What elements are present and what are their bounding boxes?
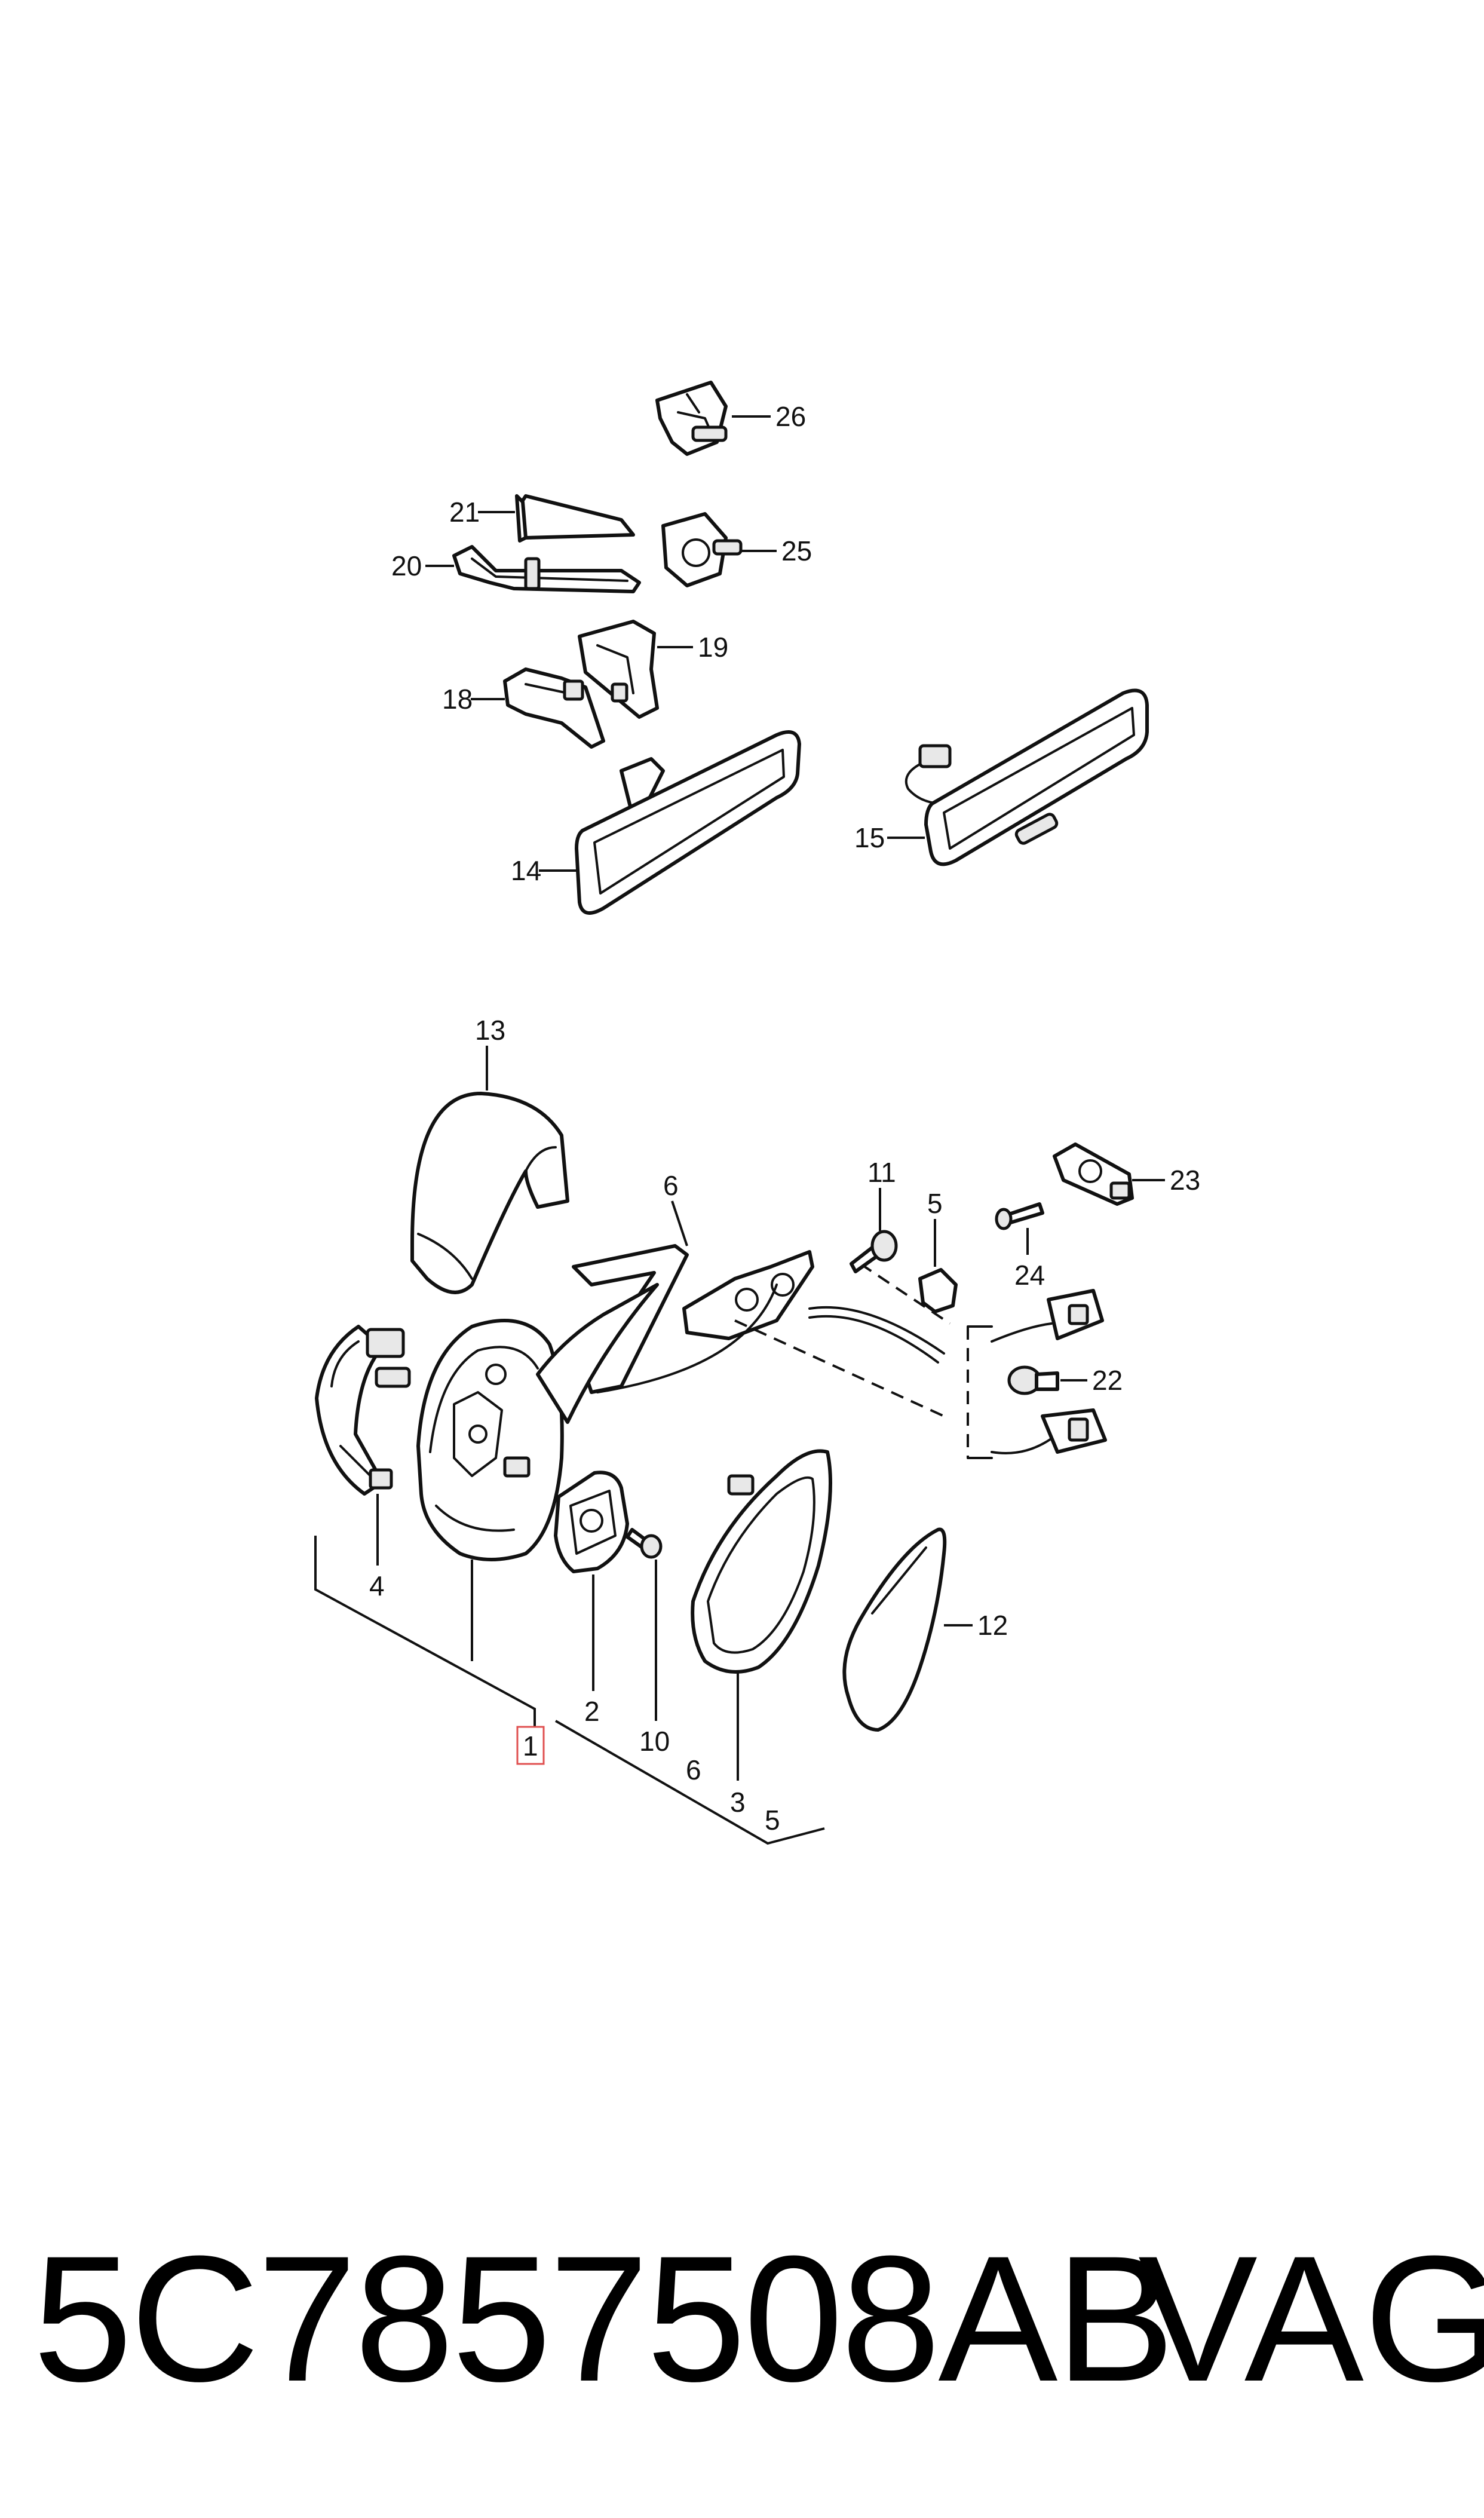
callout-22: 22 (1092, 1365, 1123, 1396)
part-number-label: 5C7857508AB (33, 2218, 1175, 2419)
callout-21: 21 (449, 497, 480, 528)
part-5-cap[interactable] (918, 1268, 958, 1313)
callout-6-bottom: 6 (686, 1754, 701, 1785)
part-3-glass-carrier[interactable] (691, 1449, 832, 1674)
part-4-indicator-lamp[interactable] (315, 1325, 411, 1496)
part-21-bracket[interactable] (515, 494, 635, 543)
part-19-cover-half[interactable] (578, 620, 659, 719)
callout-11: 11 (867, 1157, 896, 1188)
dash-line-a (734, 1319, 945, 1417)
callout-26: 26 (775, 401, 806, 432)
callout-15: 15 (854, 822, 885, 853)
part-connector-upper[interactable] (991, 1289, 1104, 1343)
part-14-rearview-mirror[interactable] (575, 730, 801, 915)
callout-19: 19 (698, 632, 728, 663)
callout-2: 2 (584, 1696, 600, 1727)
part-10-screw[interactable] (626, 1528, 663, 1559)
callout-20: 20 (391, 550, 422, 581)
callout-12: 12 (977, 1610, 1008, 1641)
callout-4: 4 (369, 1570, 385, 1601)
part-1-mirror-housing[interactable] (416, 1283, 659, 1561)
callout-23: 23 (1170, 1165, 1200, 1196)
callout-25: 25 (781, 535, 812, 566)
callout-1[interactable]: 1 (523, 1730, 538, 1762)
part-2-adjust-motor[interactable] (554, 1471, 629, 1573)
brand-label: VAG (1138, 2218, 1484, 2419)
part-25-small-cover[interactable] (661, 512, 743, 587)
callout-5-top: 5 (927, 1188, 943, 1219)
callout-13: 13 (475, 1015, 505, 1046)
callout-5-bottom: 5 (765, 1805, 780, 1836)
assembly-bracket-left (314, 1536, 536, 1727)
part-26-mirror-cover[interactable] (655, 381, 728, 456)
callout-1-highlight-box (516, 1726, 545, 1765)
part-24-screw[interactable] (995, 1202, 1044, 1230)
dash-line-b (859, 1263, 951, 1325)
part-18-cover-half[interactable] (503, 667, 605, 749)
callout-6-top: 6 (663, 1170, 679, 1201)
leader-6-top (671, 1200, 688, 1246)
part-15-autodim-mirror[interactable] (904, 688, 1149, 866)
part-11-screw[interactable] (850, 1230, 898, 1273)
part-20-long-bracket[interactable] (452, 545, 641, 593)
callout-24: 24 (1014, 1260, 1045, 1291)
part-12-mirror-glass[interactable] (842, 1527, 947, 1732)
part-22-sensor[interactable] (1007, 1365, 1059, 1395)
callout-14: 14 (511, 855, 541, 886)
part-23-housing[interactable] (1053, 1142, 1134, 1206)
part-connector-lower[interactable] (991, 1408, 1107, 1454)
assembly-bracket-right (554, 1720, 825, 1845)
callout-3: 3 (730, 1787, 746, 1818)
callout-10: 10 (639, 1726, 670, 1757)
callout-18: 18 (442, 684, 473, 715)
part-13-mirror-cap[interactable] (410, 1092, 569, 1294)
